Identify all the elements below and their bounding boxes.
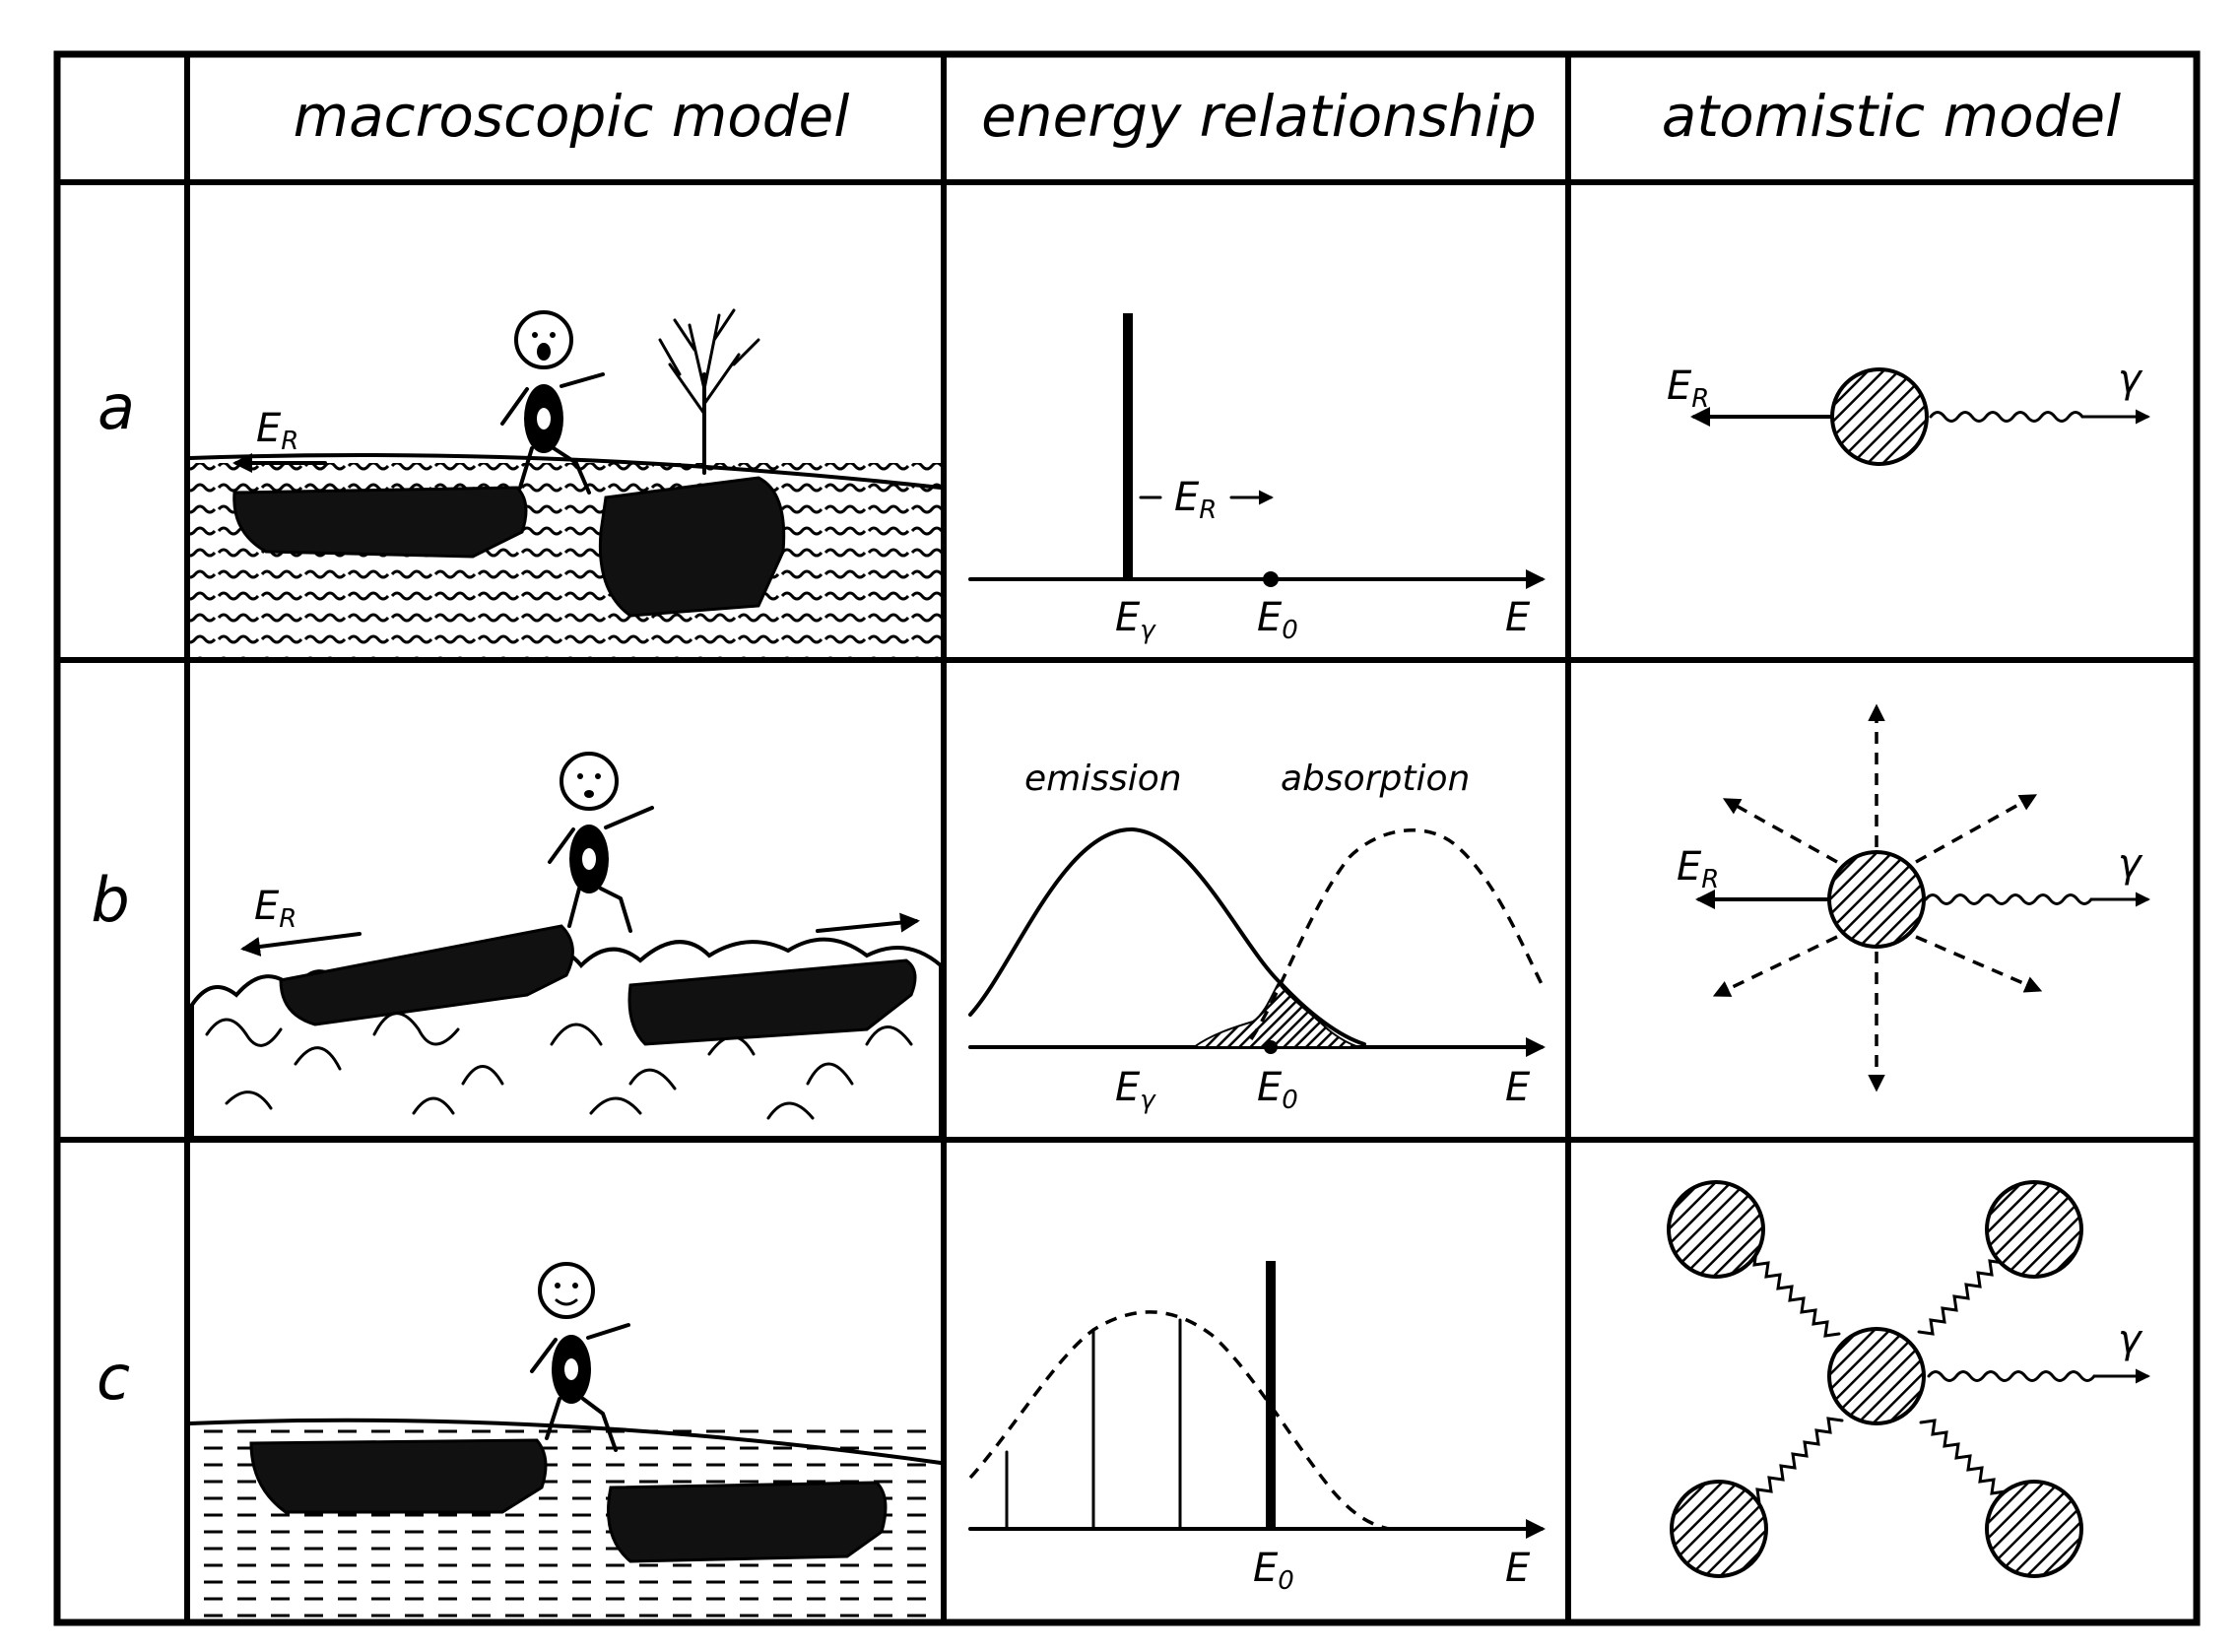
gamma-label-atom-c: γ (2118, 1317, 2143, 1362)
lattice-atom-top-right (1985, 1180, 2083, 1279)
emission-curve (968, 826, 1366, 1046)
energy-axis-label-b: E (1505, 1065, 1531, 1110)
energy-axis-label-a: E (1505, 595, 1531, 640)
atomistic-a: ER γ (1667, 357, 2150, 466)
macro-a-scene: ER (188, 308, 943, 657)
absorption-curve (1249, 827, 1547, 1040)
island-a (598, 476, 786, 618)
recoil-label-macro-a: ER (256, 406, 298, 456)
phonon-envelope-c (968, 1310, 1390, 1531)
boat-left-b (279, 924, 574, 1026)
egamma-tick-a: Eγ (1115, 595, 1156, 645)
overlap-region-b (1190, 981, 1360, 1048)
lattice-atom-bottom-left (1670, 1480, 1768, 1578)
energy-c-plot: E0 E (968, 1261, 1546, 1596)
nucleus-atom-b (1827, 850, 1926, 949)
header-macroscopic-model: macroscopic model (294, 83, 850, 150)
macro-c-scene (188, 1262, 943, 1630)
energy-axis-label-c: E (1505, 1546, 1531, 1591)
lattice-atom-bottom-right (1985, 1480, 2083, 1578)
boat-left-a (232, 486, 528, 559)
e0-dot-b (1264, 1040, 1278, 1054)
energy-a-plot: ER Eγ E0 E (968, 313, 1546, 645)
e0-tick-b: E0 (1257, 1065, 1298, 1115)
lattice-atom-top-left (1667, 1180, 1765, 1279)
e0-dot-a (1263, 571, 1279, 587)
e0-tick-c: E0 (1253, 1546, 1294, 1596)
person-a (500, 310, 605, 495)
person-b (548, 752, 654, 933)
nucleus-atom-c (1827, 1327, 1926, 1425)
nucleus-atom-a (1830, 367, 1929, 466)
recoil-label-atom-a: ER (1667, 363, 1709, 414)
e0-tick-a: E0 (1257, 595, 1298, 645)
row-label-a: a (98, 371, 135, 443)
boat-left-c (249, 1438, 548, 1514)
macro-b-scene: ER (190, 752, 943, 1140)
emission-label: emission (1024, 759, 1182, 799)
boat-right-c (607, 1481, 888, 1563)
header-energy-relationship: energy relationship (981, 83, 1537, 150)
tree-icon (658, 308, 760, 475)
gamma-label-atom-b: γ (2118, 841, 2143, 887)
boat-right-b (627, 958, 917, 1046)
atomistic-c: γ (1667, 1180, 2150, 1578)
row-label-b: b (91, 864, 129, 936)
atomistic-b: ER γ (1677, 703, 2150, 1092)
egamma-tick-b: Eγ (1115, 1065, 1156, 1115)
person-c (530, 1262, 630, 1452)
gamma-label-atom-a: γ (2118, 357, 2143, 402)
absorption-label: absorption (1281, 759, 1470, 799)
recoil-label-macro-b: ER (254, 884, 296, 934)
header-atomistic-model: atomistic model (1662, 83, 2121, 150)
recoil-label-energy-a: ER (1174, 475, 1217, 525)
energy-b-plot: emission absorption Eγ E0 E (968, 759, 1547, 1115)
recoil-label-atom-b: ER (1677, 844, 1719, 894)
row-label-c: c (97, 1342, 130, 1414)
